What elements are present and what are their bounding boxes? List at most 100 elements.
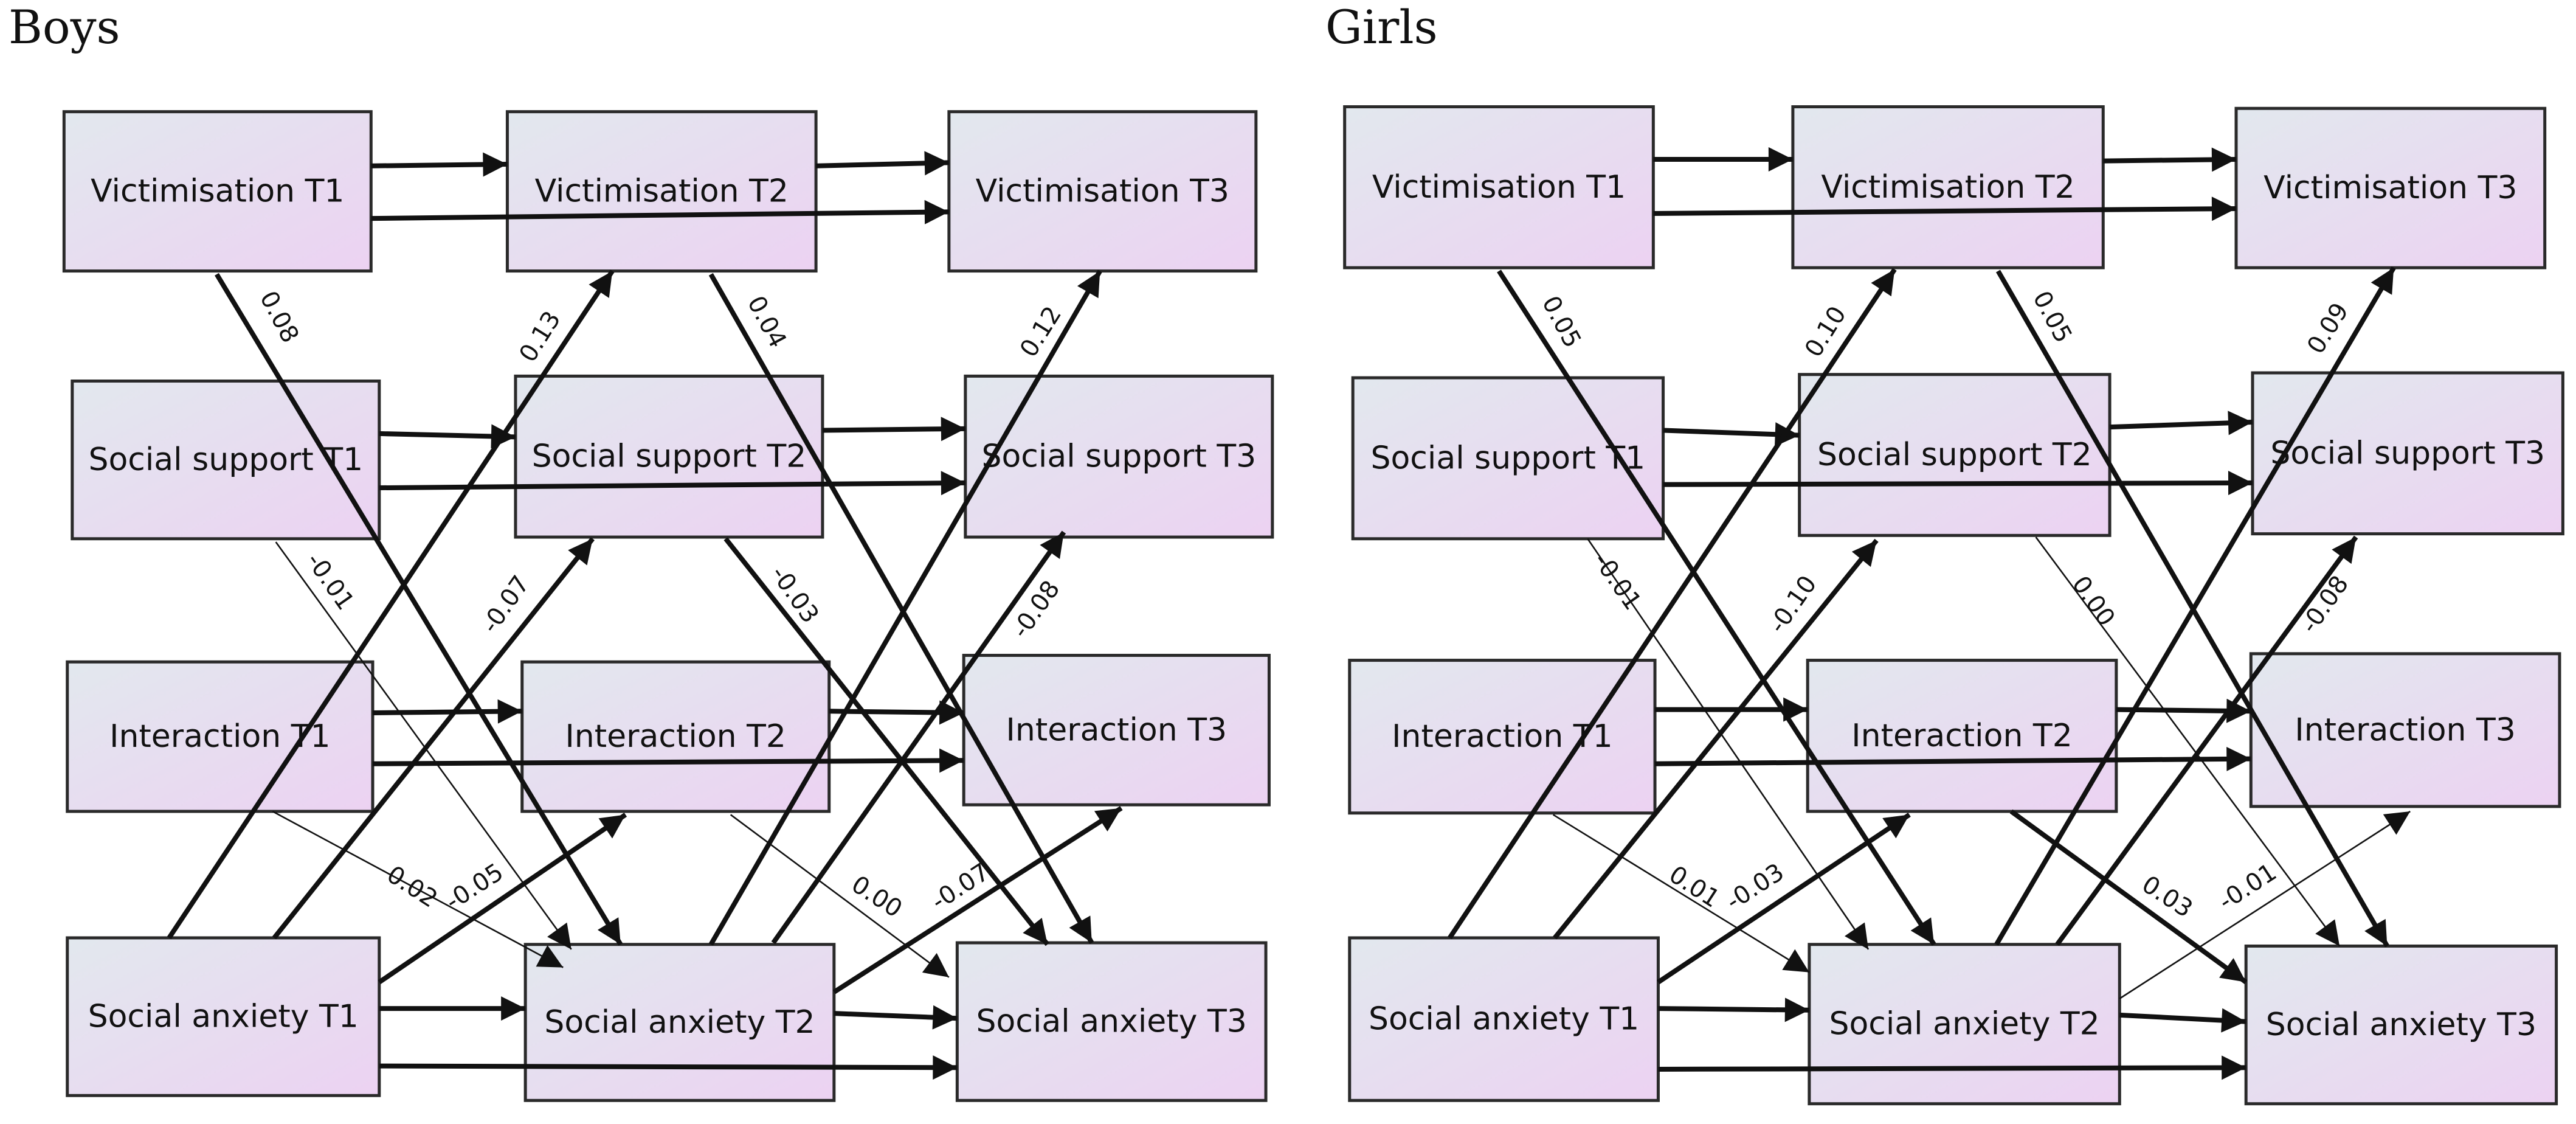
boys-path-arrow (708, 272, 1094, 945)
girls-path-arrow (1552, 814, 1810, 973)
girls-path-coefficient: 0.10 (1800, 302, 1852, 363)
girls-path-arrow (1587, 538, 1870, 950)
girls-node-s3 (2251, 371, 2564, 536)
boys-path-arrow (834, 1005, 958, 1030)
girls-path-coefficient: 0.03 (2137, 870, 2198, 923)
boys-path-arrow (371, 152, 508, 177)
girls-node-label-s3: Social support T3 (2270, 435, 2545, 471)
boys-path-arrow (215, 272, 623, 946)
girls-node-label-i3: Interaction T3 (2295, 712, 2516, 748)
girls-path-arrow (1658, 1055, 2246, 1080)
boys-node-i1 (66, 660, 375, 813)
boys-path-arrow (379, 424, 516, 449)
boys-path-coefficient: 0.13 (514, 307, 566, 367)
boys-node-label-a1: Social anxiety T1 (88, 999, 359, 1035)
girls-node-v3 (2234, 106, 2547, 269)
boys-path-arrow (829, 700, 964, 725)
girls-node-label-i1: Interaction T1 (1392, 718, 1613, 755)
boys-node-v3 (947, 110, 1258, 273)
girls-path-arrow (1448, 268, 1897, 940)
girls-path-coefficient: -0.03 (1721, 858, 1789, 916)
boys-node-i3 (962, 653, 1271, 807)
girls-node-a2 (1808, 943, 2121, 1106)
boys-path-coefficient: 0.12 (1015, 302, 1067, 363)
boys-node-label-i3: Interaction T3 (1006, 712, 1228, 748)
girls-path-arrow (1663, 422, 1800, 447)
girls-path-coefficient: 0.00 (2067, 571, 2121, 631)
girls-path-arrow (2119, 1008, 2246, 1033)
boys-path-arrow (832, 806, 1123, 994)
boys-node-label-i1: Interaction T1 (109, 718, 331, 755)
panel-title-boys: Boys (9, 0, 120, 54)
girls-path-arrow (2009, 809, 2248, 985)
boys-node-label-v2: Victimisation T2 (535, 173, 789, 210)
boys-path-arrow (272, 810, 564, 968)
panel-title-girls: Girls (1325, 0, 1438, 54)
girls-path-arrow (1657, 813, 1911, 985)
boys-path-arrow (379, 1055, 958, 1080)
boys-path-coefficient: -0.08 (1006, 575, 1065, 643)
girls-node-label-a2: Social anxiety T2 (1829, 1006, 2099, 1042)
girls-path-coefficient: -0.01 (2214, 858, 2282, 916)
girls-path-arrow (2103, 147, 2237, 172)
boys-node-label-s2: Social support T2 (532, 439, 807, 475)
girls-path-arrow (1663, 471, 2253, 496)
boys-path-coefficient: -0.07 (927, 858, 995, 916)
girls-node-label-v1: Victimisation T1 (1372, 169, 1626, 206)
boys-node-a3 (955, 941, 1268, 1102)
boys-path-coefficient: -0.05 (441, 858, 509, 916)
boys-path-arrow (379, 471, 965, 496)
girls-path-coefficient: 0.01 (1664, 861, 1725, 914)
boys-path-arrow (371, 199, 949, 224)
boys-path-arrow (275, 541, 572, 950)
girls-path-arrow (1655, 746, 2251, 771)
girls-node-a1 (1348, 936, 1660, 1102)
boys-node-label-v1: Victimisation T1 (91, 173, 344, 210)
girls-path-arrow (1553, 538, 1879, 940)
girls-path-arrow (2055, 535, 2358, 946)
boys-path-arrow (378, 813, 627, 985)
girls-path-arrow (2035, 536, 2341, 947)
boys-node-label-a2: Social anxiety T2 (544, 1004, 815, 1041)
girls-node-s2 (1798, 373, 2112, 537)
girls-node-i3 (2249, 652, 2561, 808)
boys-node-i2 (520, 660, 831, 813)
boys-path-arrow (272, 537, 595, 940)
boys-path-arrow (167, 269, 615, 940)
boys-path-coefficient: -0.07 (476, 571, 535, 638)
girls-path-arrow (1658, 997, 1809, 1022)
girls-path-coefficient: -0.01 (1587, 547, 1646, 615)
boys-path-coefficient: 0.00 (846, 870, 907, 923)
girls-node-i1 (1348, 659, 1657, 815)
boys-node-label-a3: Social anxiety T3 (976, 1004, 1247, 1040)
girls-path-arrow (1994, 266, 2396, 946)
boys-path-arrow (723, 537, 1050, 946)
girls-path-arrow (1497, 269, 1936, 946)
girls-node-label-a3: Social anxiety T3 (2266, 1007, 2536, 1043)
boys-path-arrow (822, 417, 965, 442)
boys-path-coefficient: 0.08 (254, 286, 304, 347)
boys-path-coefficient: -0.03 (765, 561, 824, 628)
boys-node-label-s1: Social support T1 (88, 442, 363, 478)
boys-node-label-s3: Social support T3 (981, 439, 1256, 475)
girls-path-coefficient: -0.10 (1763, 571, 1822, 638)
boys-path-arrow (730, 814, 950, 978)
girls-node-label-v2: Victimisation T2 (1821, 169, 2074, 206)
boys-path-arrow (708, 269, 1102, 946)
boys-node-s2 (514, 374, 824, 539)
boys-node-v1 (62, 110, 373, 273)
boys-path-coefficient: -0.01 (300, 547, 359, 615)
girls-node-s1 (1351, 376, 1665, 541)
boys-path-arrow (372, 699, 522, 724)
girls-node-a3 (2244, 944, 2558, 1106)
girls-path-arrow (1653, 196, 2237, 221)
boys-node-label-i2: Interaction T2 (565, 718, 786, 755)
girls-path-arrow (2119, 810, 2411, 999)
boys-node-a2 (523, 943, 836, 1102)
girls-path-arrow (2109, 411, 2253, 435)
girls-node-v2 (1791, 105, 2105, 269)
girls-node-label-i2: Interaction T2 (1851, 718, 2073, 754)
boys-node-s3 (964, 374, 1274, 539)
